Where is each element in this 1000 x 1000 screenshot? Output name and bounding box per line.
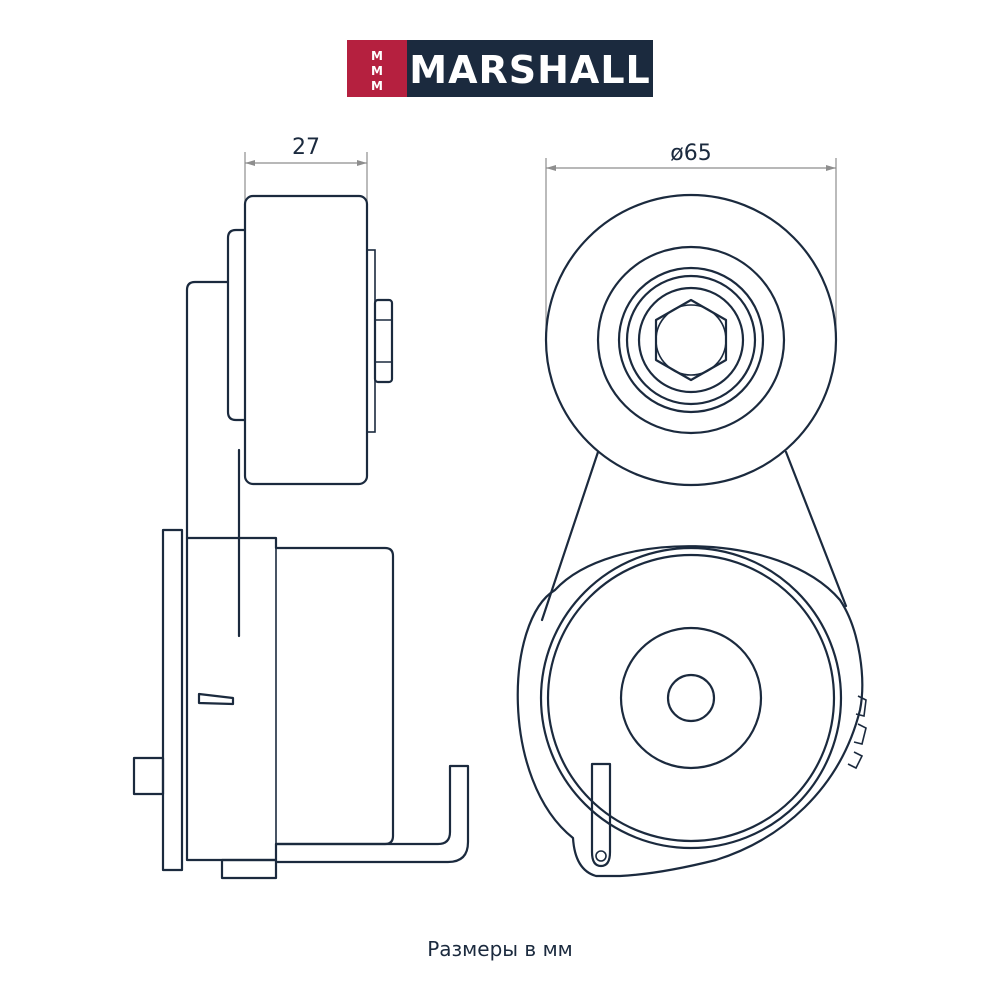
side-tensioner-arm <box>185 280 230 540</box>
brand-logo: M M M MARSHALL <box>347 40 653 97</box>
brand-mark-letter-3: M <box>371 79 383 93</box>
front-pulley-bearing <box>596 245 786 435</box>
front-arm <box>784 450 848 608</box>
side-housing <box>185 536 395 862</box>
front-pulley-washer <box>637 286 745 394</box>
side-indicator-mark <box>197 692 235 706</box>
front-housing-outline <box>516 545 864 878</box>
front-view <box>516 193 867 878</box>
units-caption: Размеры в мм <box>427 937 573 961</box>
front-hub-bore <box>666 673 716 723</box>
front-hex-bolt <box>654 298 728 382</box>
front-housing-ring <box>539 546 843 850</box>
side-base-plate <box>161 528 184 872</box>
dimension-diameter-label: ø65 <box>670 141 711 166</box>
side-view <box>132 194 470 880</box>
dimension-arrow-left <box>245 160 255 166</box>
dimension-width-label: 27 <box>292 135 320 160</box>
brand-mark-letter-2: M <box>371 64 383 78</box>
dimension-arrow-right <box>826 165 836 171</box>
front-housing-tab <box>853 723 867 745</box>
brand-name-background <box>407 40 653 97</box>
front-arm <box>540 450 600 622</box>
dimension-arrow-right <box>357 160 367 166</box>
front-pin <box>590 762 612 868</box>
front-housing-ring <box>546 553 836 843</box>
brand-mark-letter-1: M <box>371 49 383 63</box>
side-pulley <box>243 194 369 486</box>
side-hex-bolt <box>373 298 394 384</box>
dimension-arrow-left <box>546 165 556 171</box>
brand-mark-background <box>347 40 407 97</box>
front-hub <box>619 626 763 770</box>
front-pin-hole <box>595 850 607 862</box>
front-pulley-bearing-ring <box>617 266 765 414</box>
brand-name: MARSHALL <box>409 48 651 92</box>
side-pulley-flange <box>366 249 376 433</box>
front-pulley-bearing-ring <box>625 274 757 406</box>
dimension-diameter: ø65 <box>545 141 837 345</box>
front-housing-tab <box>855 695 867 717</box>
front-pulley <box>544 193 838 487</box>
side-arm-upper <box>226 228 247 422</box>
front-hex-bolt-head <box>655 304 727 376</box>
front-housing-tab <box>847 751 864 770</box>
side-l-hook <box>274 764 470 864</box>
dimension-width: 27 <box>244 135 368 210</box>
side-bottom-rail <box>220 858 278 880</box>
side-stud <box>132 756 165 796</box>
